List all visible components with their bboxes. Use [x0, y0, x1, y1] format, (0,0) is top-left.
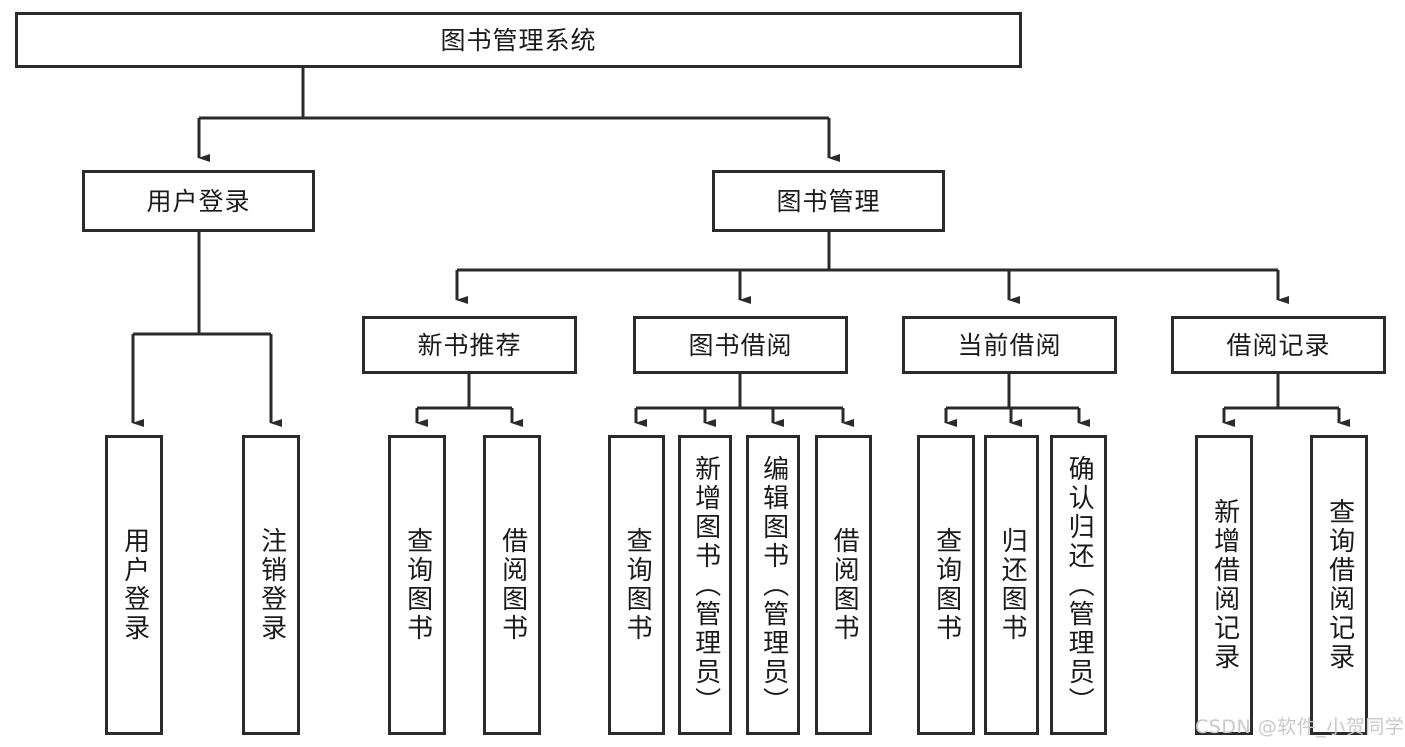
node-label: 查询借阅记录 — [1324, 498, 1355, 672]
node-label: 图书借阅 — [688, 330, 793, 360]
node-label: 查询图书 — [622, 527, 653, 643]
leaf-current-query-book[interactable]: 查询图书 — [917, 435, 975, 735]
node-label: 确认归还（管理员） — [1064, 454, 1095, 716]
node-label: 用户登录 — [119, 527, 150, 643]
leaf-recommend-query-book[interactable]: 查询图书 — [388, 435, 446, 735]
node-label: 注销登录 — [256, 527, 287, 643]
node-label: 借阅记录 — [1226, 330, 1331, 360]
csdn-watermark: CSDN @软件_小贺同学 — [1195, 716, 1405, 738]
leaf-record-add-record[interactable]: 新增借阅记录 — [1195, 435, 1253, 735]
node-current-borrow[interactable]: 当前借阅 — [902, 316, 1117, 374]
node-book-borrow[interactable]: 图书借阅 — [633, 316, 848, 374]
node-label: 当前借阅 — [957, 330, 1062, 360]
node-label: 借阅图书 — [829, 527, 860, 643]
leaf-user-login-login[interactable]: 用户登录 — [105, 435, 163, 735]
node-book-management[interactable]: 图书管理 — [712, 170, 945, 232]
node-label: 新增借阅记录 — [1209, 498, 1240, 672]
node-label: 查询图书 — [402, 527, 433, 643]
leaf-borrow-edit-book-admin[interactable]: 编辑图书（管理员） — [746, 435, 800, 735]
node-label: 新增图书（管理员） — [690, 454, 721, 716]
node-label: 借阅图书 — [497, 527, 528, 643]
leaf-user-login-logout[interactable]: 注销登录 — [242, 435, 300, 735]
node-label: 图书管理系统 — [440, 25, 597, 55]
node-label: 新书推荐 — [417, 330, 522, 360]
leaf-current-return-book[interactable]: 归还图书 — [984, 435, 1039, 735]
node-label: 图书管理 — [776, 186, 881, 216]
node-new-book-recommend[interactable]: 新书推荐 — [362, 316, 577, 374]
node-label: 编辑图书（管理员） — [758, 454, 789, 716]
leaf-borrow-add-book-admin[interactable]: 新增图书（管理员） — [678, 435, 732, 735]
leaf-recommend-borrow-book[interactable]: 借阅图书 — [483, 435, 541, 735]
node-label: 查询图书 — [931, 527, 962, 643]
leaf-borrow-borrow-book[interactable]: 借阅图书 — [815, 435, 872, 735]
node-user-login[interactable]: 用户登录 — [82, 170, 315, 232]
node-label: 用户登录 — [146, 186, 251, 216]
leaf-borrow-query-book[interactable]: 查询图书 — [608, 435, 665, 735]
leaf-current-confirm-return-admin[interactable]: 确认归还（管理员） — [1050, 435, 1107, 735]
node-label: 归还图书 — [997, 527, 1028, 643]
leaf-record-query-record[interactable]: 查询借阅记录 — [1310, 435, 1368, 735]
node-borrow-record[interactable]: 借阅记录 — [1171, 316, 1386, 374]
node-root-book-management-system[interactable]: 图书管理系统 — [15, 12, 1022, 68]
